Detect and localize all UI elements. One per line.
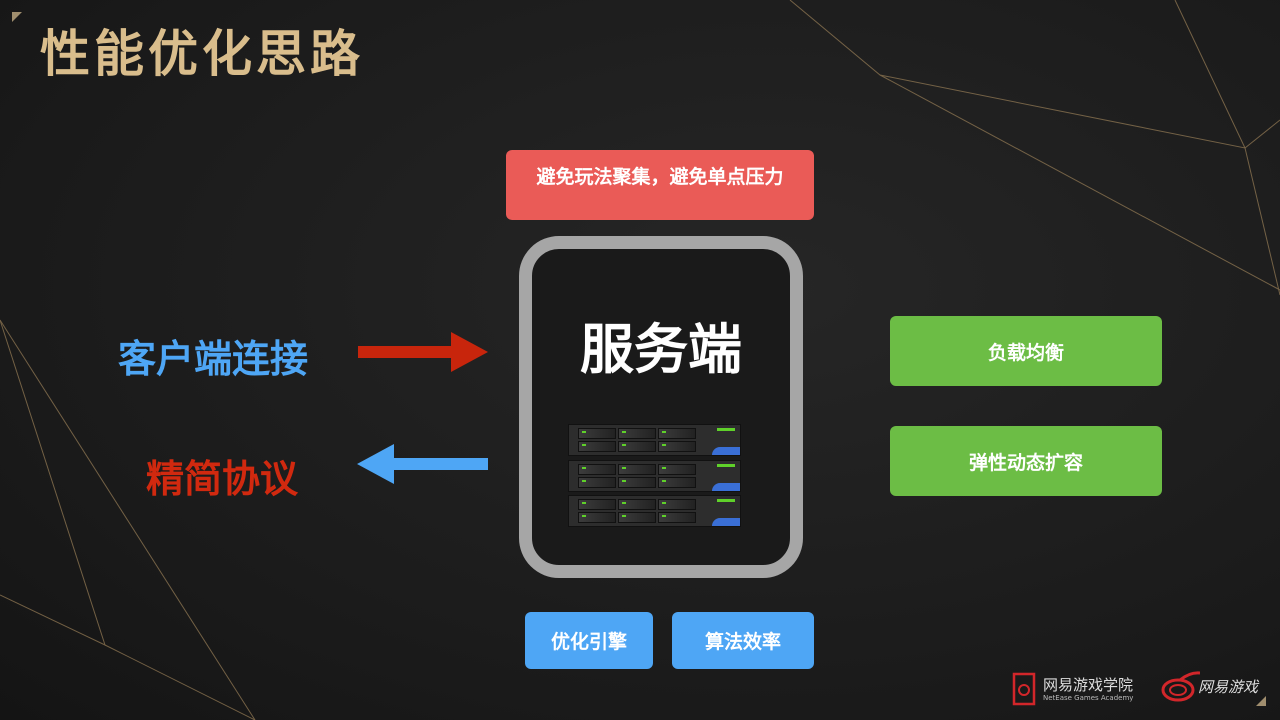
page-title: 性能优化思路 bbox=[40, 25, 364, 83]
drive-bay bbox=[578, 441, 616, 452]
drive-bay bbox=[578, 464, 616, 475]
brand-stripe bbox=[712, 483, 740, 491]
corner-mark bbox=[12, 12, 22, 22]
drive-bay bbox=[658, 441, 696, 452]
brand-stripe bbox=[712, 518, 740, 526]
academy-en: NetEase Games Academy bbox=[1043, 694, 1134, 702]
drive-bay bbox=[618, 428, 656, 439]
algorithm-efficiency-box: 算法效率 bbox=[672, 612, 814, 669]
protocol-label: 精简协议 bbox=[146, 457, 299, 501]
server-unit bbox=[568, 460, 741, 492]
status-led bbox=[717, 464, 735, 467]
brand-stripe bbox=[712, 447, 740, 455]
status-led bbox=[717, 499, 735, 502]
server-unit bbox=[568, 424, 741, 456]
drive-bay bbox=[658, 428, 696, 439]
netease-flame-icon bbox=[1161, 671, 1200, 702]
drive-bay bbox=[618, 464, 656, 475]
brand-name: 网易游戏 bbox=[1198, 678, 1259, 696]
drive-bay bbox=[618, 512, 656, 523]
elastic-scale-box: 弹性动态扩容 bbox=[890, 426, 1162, 496]
client-connect-label: 客户端连接 bbox=[118, 337, 309, 381]
drive-bay bbox=[658, 512, 696, 523]
optimize-engine-box: 优化引擎 bbox=[525, 612, 653, 669]
server-unit bbox=[568, 495, 741, 527]
arrow-right-icon bbox=[358, 332, 488, 372]
drive-bay bbox=[658, 477, 696, 488]
drive-bay bbox=[618, 441, 656, 452]
drive-bay bbox=[578, 512, 616, 523]
academy-seal-icon bbox=[1012, 672, 1036, 706]
arrow-left-icon bbox=[357, 444, 488, 484]
drive-bay bbox=[578, 499, 616, 510]
drive-bay bbox=[658, 499, 696, 510]
status-led bbox=[717, 428, 735, 431]
load-balance-box: 负载均衡 bbox=[890, 316, 1162, 386]
drive-bay bbox=[618, 499, 656, 510]
drive-bay bbox=[578, 428, 616, 439]
avoid-hotspot-box: 避免玩法聚集，避免单点压力 bbox=[506, 150, 814, 220]
server-label: 服务端 bbox=[580, 318, 742, 381]
drive-bay bbox=[578, 477, 616, 488]
corner-mark bbox=[1256, 696, 1266, 706]
drive-bay bbox=[658, 464, 696, 475]
academy-name: 网易游戏学院 bbox=[1043, 676, 1134, 694]
drive-bay bbox=[618, 477, 656, 488]
